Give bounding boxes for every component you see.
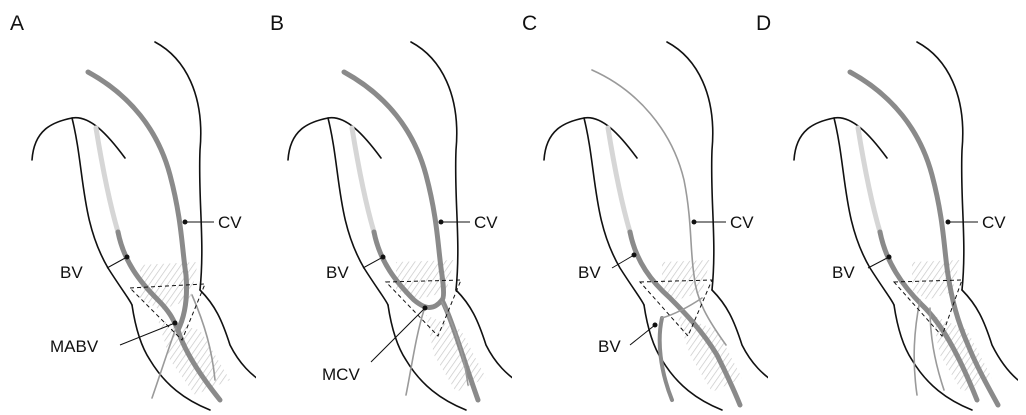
panel-a: A CV BV MABV [0,0,256,415]
panel-d: D CV BV [762,0,1018,415]
bv-label: BV [578,263,601,282]
arm-outline [667,42,714,290]
cv-label: CV [474,213,498,232]
hatched-area [140,262,198,310]
panel-b: B CV BV MCV [256,0,512,415]
median-cubital-vein [406,310,424,395]
bv-leader [363,257,383,268]
bv-label: BV [832,263,855,282]
hatched-area [677,315,742,392]
bv-leader [612,255,634,268]
forearm-vein [914,300,920,395]
bv-label: BV [60,263,83,282]
panel-c: C CV BV BV [512,0,768,415]
arm-outline [155,42,202,290]
bv-label: BV [326,263,349,282]
cv-label: CV [218,213,242,232]
hatched-area [426,315,486,392]
bv-leader [107,257,127,268]
bv-leader [868,257,889,268]
cv-label: CV [982,213,1006,232]
arm-diagram: CV BV BV [512,0,768,415]
arm-diagram: CV BV MABV [0,0,256,415]
mcv-label: MCV [322,365,360,384]
arm-diagram: CV BV [762,0,1018,415]
mabv-label: MABV [50,337,99,356]
arm-outline [917,42,964,290]
arm-diagram: CV BV MCV [256,0,512,415]
forearm-bv-label: BV [598,337,621,356]
forearm-basilic-vein [660,318,672,400]
cv-label: CV [730,213,754,232]
arm-outline [411,42,458,290]
